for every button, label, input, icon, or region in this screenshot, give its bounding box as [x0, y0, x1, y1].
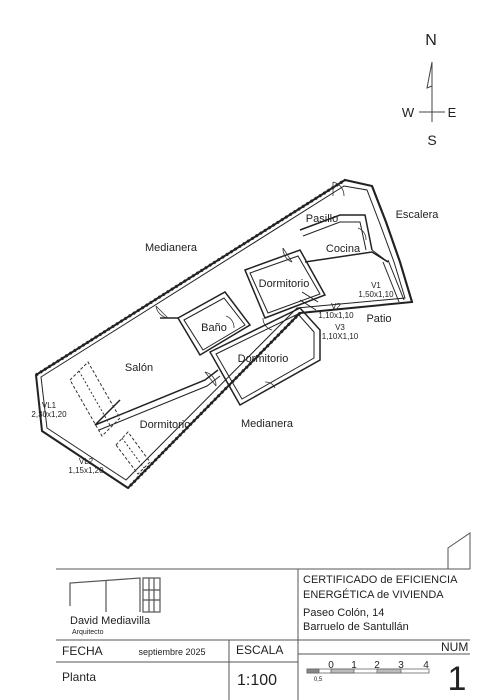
- architect-logo: [69, 577, 161, 613]
- scale-tick-1: 1: [351, 660, 357, 671]
- room-label-patio: Patio: [366, 313, 391, 325]
- room-label-bano: Baño: [201, 322, 227, 334]
- window-v3-size: 1,10X1,10: [322, 332, 359, 341]
- graphic-scale-bar: [306, 668, 430, 674]
- logo-name: David Mediavilla: [70, 615, 151, 627]
- compass-north-label: N: [425, 32, 437, 49]
- compass-east-label: E: [448, 105, 457, 120]
- window-v2-name: V2: [331, 302, 341, 311]
- address-line2: Barruelo de Santullán: [303, 621, 409, 633]
- logo-subtitle: Arquitecto: [72, 629, 104, 636]
- skylight-vl2: [115, 431, 151, 475]
- window-vl1-size: 2,30x1,20: [31, 410, 67, 419]
- window-v3-name: V3: [335, 323, 345, 332]
- compass-west-label: W: [402, 105, 415, 120]
- room-label-salon: Salón: [125, 362, 153, 374]
- fecha-value: septiembre 2025: [138, 647, 205, 657]
- skylight-vl1: [69, 361, 121, 437]
- room-label-dormitorio-1: Dormitorio: [259, 278, 310, 290]
- escala-label: ESCALA: [236, 643, 283, 657]
- room-label-dormitorio-2: Dormitorio: [238, 353, 289, 365]
- scale-tick-2: 2: [374, 660, 380, 671]
- scale-tick-4: 4: [423, 660, 429, 671]
- room-label-medianera-top: Medianera: [145, 242, 198, 254]
- room-label-escalera: Escalera: [396, 209, 440, 221]
- window-vl1-name: VL1: [42, 401, 57, 410]
- window-marks: [299, 249, 389, 311]
- scale-sub-label: 0,5: [314, 677, 323, 683]
- window-vl2-name: VL2: [79, 457, 94, 466]
- certificate-title-line1: CERTIFICADO de EFICIENCIA: [303, 574, 458, 586]
- room-label-dormitorio-3: Dormitorio: [140, 419, 191, 431]
- certificate-title-line2: ENERGÉTICA de VIVIENDA: [303, 588, 444, 601]
- fecha-label: FECHA: [62, 644, 103, 658]
- escala-value: 1:100: [237, 672, 277, 689]
- num-label: NUM: [441, 640, 468, 654]
- title-block-frame: [56, 532, 471, 700]
- compass-rose: [419, 61, 445, 122]
- doors: [155, 181, 367, 389]
- room-label-cocina: Cocina: [326, 243, 361, 255]
- window-vl2-size: 1,15x1,20: [68, 466, 104, 475]
- address-line1: Paseo Colón, 14: [303, 607, 384, 619]
- compass-south-label: S: [427, 132, 436, 148]
- scale-tick-3: 3: [398, 660, 404, 671]
- room-label-pasillo: Pasillo: [306, 213, 338, 225]
- window-v1-name: V1: [371, 281, 381, 290]
- floor-plan-walls: [34, 178, 414, 490]
- room-label-medianera-bottom: Medianera: [241, 418, 294, 430]
- scale-tick-0: 0: [328, 660, 334, 671]
- window-v2-size: 1,10x1,10: [318, 311, 354, 320]
- window-v1-size: 1,50x1,10: [358, 290, 394, 299]
- plan-name: Planta: [62, 670, 96, 684]
- num-value: 1: [448, 660, 467, 698]
